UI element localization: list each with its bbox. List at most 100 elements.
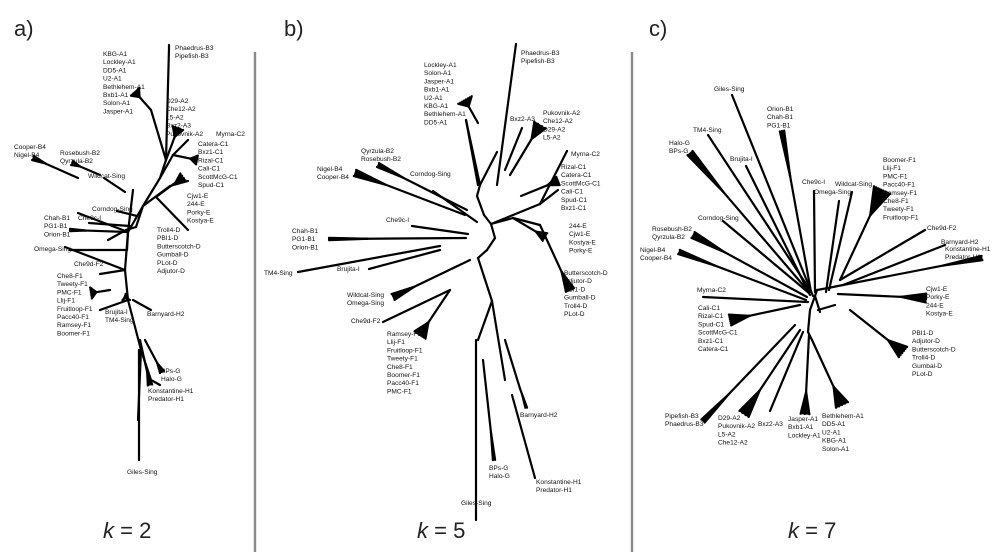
leaf-label: Pipefish-B3 bbox=[521, 58, 555, 65]
clade-stem bbox=[138, 338, 149, 374]
leaf-branch bbox=[783, 129, 792, 178]
internal-branch bbox=[478, 150, 499, 187]
leaf-branch bbox=[744, 164, 812, 297]
leaf-label: Lockley-A1 bbox=[103, 59, 136, 66]
internal-branch bbox=[141, 176, 162, 208]
leaf-label: Solon-A1 bbox=[103, 100, 130, 107]
leaf-label: Myrna-C2 bbox=[697, 287, 726, 294]
leaf-branch bbox=[115, 209, 139, 218]
leaf-label: Catera-C1 bbox=[198, 141, 229, 148]
k-label-b: k = 5 bbox=[417, 518, 465, 543]
clade-h1 bbox=[138, 338, 154, 387]
leaf-label: Cali-C1 bbox=[561, 189, 583, 196]
internal-branch bbox=[475, 194, 486, 217]
leaf-label: L5-A2 bbox=[718, 431, 736, 438]
leaf-label: TM4-Sing bbox=[105, 317, 134, 324]
leaf-label: Che12-A2 bbox=[166, 106, 196, 113]
leaf-branch bbox=[768, 330, 805, 413]
leaf-branch bbox=[900, 295, 927, 304]
leaf-label: Fruitloop-F1 bbox=[387, 347, 423, 354]
internal-branch bbox=[816, 303, 837, 312]
leaf-labels-b: Lockley-A1Solon-A1Jasper-A1Bxb1-A1U2-A1K… bbox=[264, 50, 608, 507]
leaf-label: Che9c-I bbox=[386, 217, 409, 224]
leaf-label: Chah-B1 bbox=[44, 215, 70, 222]
leaf-label: Butterscotch-D bbox=[564, 270, 608, 277]
leaf-branch bbox=[98, 268, 127, 276]
clade-stem bbox=[805, 333, 811, 393]
leaf-branch bbox=[327, 236, 369, 240]
clade-tm4 bbox=[706, 133, 812, 292]
leaf-label: U2-A1 bbox=[822, 429, 841, 436]
internal-branch bbox=[98, 298, 130, 312]
clade-f1 bbox=[838, 185, 892, 282]
leaf-branch bbox=[381, 288, 452, 324]
leaf-label: Che12-A2 bbox=[718, 440, 748, 447]
leaf-label: Myrna-C2 bbox=[216, 131, 245, 138]
clade-a1-left bbox=[799, 333, 811, 416]
leaf-branch bbox=[71, 159, 81, 168]
leaf-branch bbox=[131, 298, 153, 312]
leaf-branch bbox=[431, 189, 479, 224]
leaf-branch bbox=[730, 93, 815, 298]
leaf-label: Bxz1-C1 bbox=[698, 338, 724, 345]
clade-c1 bbox=[171, 153, 199, 166]
leaf-branch bbox=[156, 361, 162, 375]
k-variable: k bbox=[103, 518, 115, 543]
leaf-branch bbox=[355, 168, 387, 186]
leaf-label: Jasper-A1 bbox=[424, 78, 454, 85]
leaf-label: Bxz1-C1 bbox=[198, 149, 224, 156]
leaf-label: Adjutor-D bbox=[157, 268, 185, 275]
leaf-label: 244-E bbox=[187, 201, 205, 208]
leaf-branch bbox=[530, 127, 547, 141]
internal-branch bbox=[126, 298, 143, 352]
leaf-branch bbox=[560, 270, 568, 293]
leaf-label: KBG-A1 bbox=[822, 438, 847, 445]
clade-d bbox=[538, 223, 576, 293]
leaf-branch bbox=[367, 248, 442, 271]
leaf-branch bbox=[467, 95, 473, 108]
clade-stem bbox=[366, 236, 468, 240]
leaf-label: Bxz2-A3 bbox=[758, 421, 783, 428]
leaf-label: BPs-G bbox=[161, 368, 180, 375]
clade-stem bbox=[384, 183, 467, 217]
leaf-label: DD5-A1 bbox=[424, 119, 448, 126]
leaf-label: Ramsey-F1 bbox=[387, 331, 421, 338]
leaf-label: Bxb1-A1 bbox=[788, 424, 814, 431]
clade-f2 bbox=[98, 268, 127, 276]
panel-letter-b: b) bbox=[284, 16, 304, 41]
leaf-label: L5-A2 bbox=[543, 135, 561, 142]
clade-stem bbox=[427, 288, 452, 324]
clade-stem bbox=[78, 165, 102, 177]
leaf-branch bbox=[189, 157, 198, 166]
clade-i-brujita bbox=[121, 292, 132, 302]
leaf-label: Cjw1-E bbox=[569, 231, 591, 238]
clade-f2 bbox=[381, 288, 452, 324]
clade-stem bbox=[758, 328, 802, 392]
clade-a3 bbox=[768, 330, 805, 413]
internal-branch bbox=[511, 216, 542, 227]
leaf-label: Nigel-B4 bbox=[317, 166, 343, 173]
leaf-label: Barnyard-H2 bbox=[520, 412, 558, 419]
leaf-label: Gumbal-D bbox=[912, 363, 942, 370]
leaf-label: Pukovnik-A2 bbox=[718, 423, 755, 430]
leaf-label: Barnyard-H2 bbox=[147, 311, 185, 318]
internal-branch bbox=[482, 213, 493, 226]
leaf-label: PMC-F1 bbox=[57, 289, 82, 296]
leaf-label: Butterscotch-D bbox=[157, 243, 201, 250]
clade-h2 bbox=[131, 298, 153, 312]
leaf-branch bbox=[827, 190, 854, 292]
clade-stem bbox=[727, 323, 797, 396]
leaf-label: Cali-C1 bbox=[198, 166, 220, 173]
internal-branch bbox=[476, 299, 494, 342]
leaf-label: Llij-F1 bbox=[387, 339, 405, 346]
leaf-label: Qyrzula-B2 bbox=[361, 148, 394, 155]
leaf-label: Adjutor-D bbox=[912, 338, 940, 345]
leaf-label: KBG-A1 bbox=[103, 51, 128, 58]
panel-c: c) Giles-SingOrion-B1Chah-B1PG1-B1TM4-Si… bbox=[640, 16, 991, 543]
tree-c bbox=[677, 93, 984, 424]
internal-branch bbox=[158, 153, 175, 180]
clade-b4 bbox=[677, 248, 808, 302]
leaf-label: U2-A1 bbox=[424, 95, 443, 102]
clade-stem bbox=[85, 229, 130, 234]
